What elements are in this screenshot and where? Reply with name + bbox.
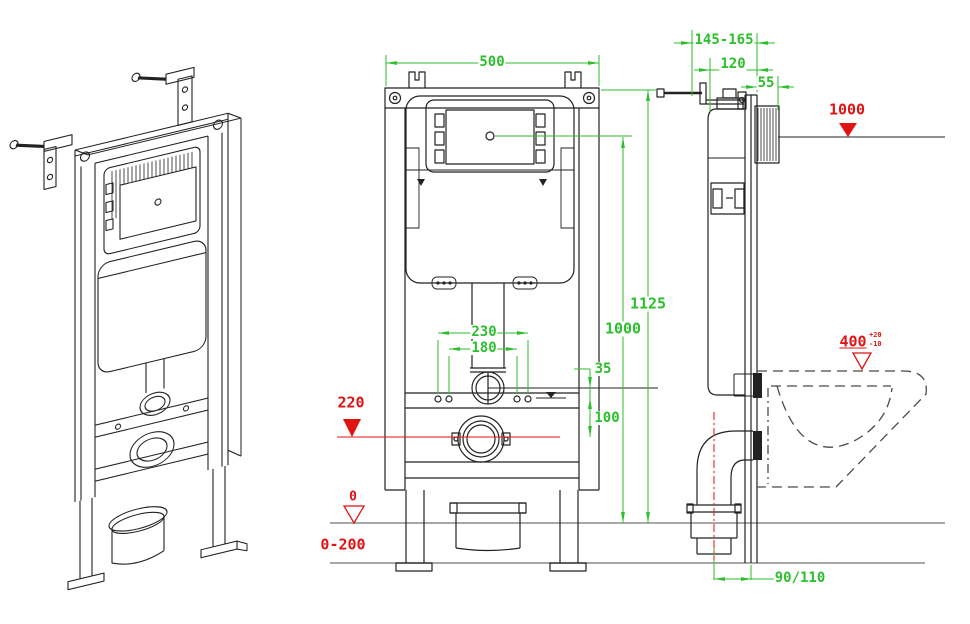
cistern-side xyxy=(707,108,745,396)
flush-plate-center-hole xyxy=(485,131,495,141)
outlet-cup-iso xyxy=(108,506,168,565)
frame-rail-side xyxy=(744,94,758,563)
outlet-ring-front xyxy=(451,415,511,463)
level-triangle-1000 xyxy=(839,123,857,137)
flush-plate-window-iso xyxy=(103,146,201,255)
level-outlet-height: 220 xyxy=(336,393,366,412)
wall-bracket-right-iso xyxy=(131,66,195,126)
dim-outlet-wall-offset: 90/110 xyxy=(773,570,827,586)
level-triangle-400 xyxy=(851,352,873,371)
foot-plate-right xyxy=(549,562,587,572)
wall-bracket-right-front xyxy=(564,71,582,88)
wall-bracket-side xyxy=(656,82,747,110)
level-triangle-0 xyxy=(342,505,366,525)
front-view xyxy=(384,71,658,572)
floor-lines xyxy=(330,522,945,564)
dim-fixing-holes-inner: 180 xyxy=(470,340,498,356)
dim-wall-depth-range: 145-165 xyxy=(693,32,755,48)
green-dimensions xyxy=(385,30,794,581)
flush-plate-housing-side xyxy=(754,105,780,164)
bowl-tolerance-minus: -10 xyxy=(869,340,882,348)
outlet-elbow-side xyxy=(686,430,753,555)
red-level-marks xyxy=(337,123,945,560)
level-floor-range: 0-200 xyxy=(319,535,367,554)
level-floor-zero: 0 xyxy=(348,489,358,505)
supply-level-mark xyxy=(546,392,556,398)
level-triangle-220 xyxy=(343,419,361,437)
frame-top-bar xyxy=(384,87,600,109)
foot-plate-left xyxy=(395,562,433,572)
dim-frame-height: 1125 xyxy=(628,294,668,313)
cistern-front xyxy=(405,95,575,284)
dim-frame-depth: 120 xyxy=(719,56,747,72)
level-water-supply: 1000 xyxy=(827,100,867,119)
wall-bracket-left-iso xyxy=(9,134,73,191)
cistern-iso xyxy=(97,240,207,373)
toilet-bowl-dashed xyxy=(757,370,927,488)
dim-supply-offset: 35 xyxy=(593,361,613,377)
dim-plate-housing-depth: 55 xyxy=(756,75,776,91)
outlet-ring-iso xyxy=(129,431,175,468)
dim-frame-width: 500 xyxy=(478,54,506,70)
dim-flush-plate-center-height: 1000 xyxy=(603,319,643,338)
dim-supply-to-outlet: 100 xyxy=(593,410,621,426)
dim-fixing-holes-outer: 230 xyxy=(470,324,498,340)
isometric-view xyxy=(9,66,248,591)
wall-bracket-left-front xyxy=(408,71,426,88)
level-bowl-top-height: 400 xyxy=(838,332,868,351)
outlet-cup-front xyxy=(449,502,527,552)
side-view xyxy=(656,82,927,563)
bowl-tolerance-plus: +20 xyxy=(869,331,882,339)
